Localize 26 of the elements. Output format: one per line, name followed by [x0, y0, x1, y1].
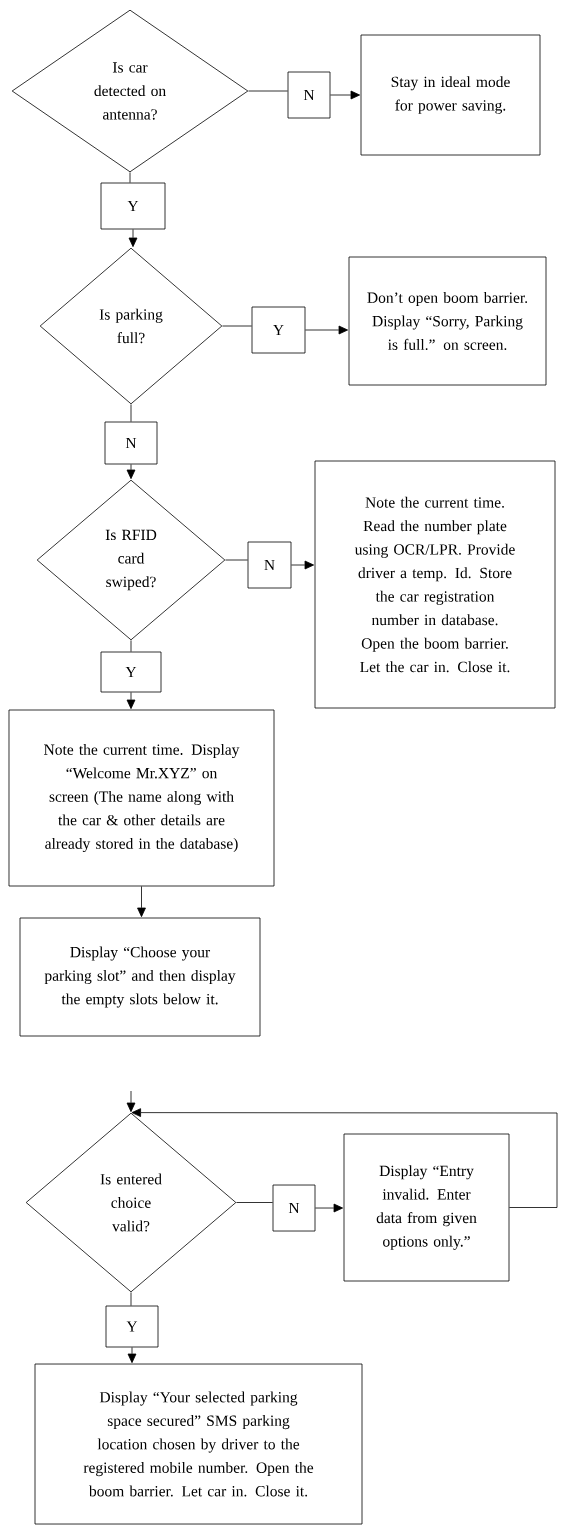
- answer-box: N: [247, 541, 292, 589]
- arrow: [126, 464, 136, 480]
- answer-box: N: [287, 71, 331, 119]
- answer-box: Y: [251, 306, 306, 354]
- arrow: [126, 1090, 136, 1113]
- process-box: Don’t open boom barrier. Display “Sorry, Parking is full.” on screen.: [348, 256, 547, 386]
- process-box: Note the current time. Read the number plate using OCR/LPR. Provide driver a temp. Id. Store the car registration number in database. Open the boom barrier. Let the car in. Close it.: [314, 460, 556, 709]
- process-box: Display “Your selected parking space secured” SMS parking location chosen by driver to the registered mobile number. Open the boom barrier. Let car in. Close it.: [34, 1363, 363, 1525]
- arrow: [330, 90, 361, 100]
- arrow: [127, 1347, 137, 1364]
- arrow: [128, 229, 138, 248]
- process-box: Note the current time. Display “Welcome Mr.XYZ” on screen (The name along with the car & other details are already stored in the database): [8, 709, 275, 887]
- process-box: Stay in ideal mode for power saving.: [360, 34, 541, 156]
- answer-box: Y: [105, 1305, 159, 1348]
- arrow: [291, 560, 315, 570]
- arrow: [137, 886, 146, 918]
- process-box: Display “Entry invalid. Enter data from given options only.”: [343, 1133, 510, 1282]
- arrow: [126, 692, 136, 710]
- arrow: [305, 325, 349, 335]
- answer-box: N: [272, 1184, 316, 1232]
- answer-box: N: [104, 421, 158, 465]
- arrow: [131, 1108, 558, 1208]
- answer-box: Y: [100, 182, 166, 230]
- answer-box: Y: [100, 651, 162, 693]
- arrow: [315, 1203, 344, 1213]
- process-box: Display “Choose your parking slot” and then display the empty slots below it.: [19, 917, 261, 1037]
